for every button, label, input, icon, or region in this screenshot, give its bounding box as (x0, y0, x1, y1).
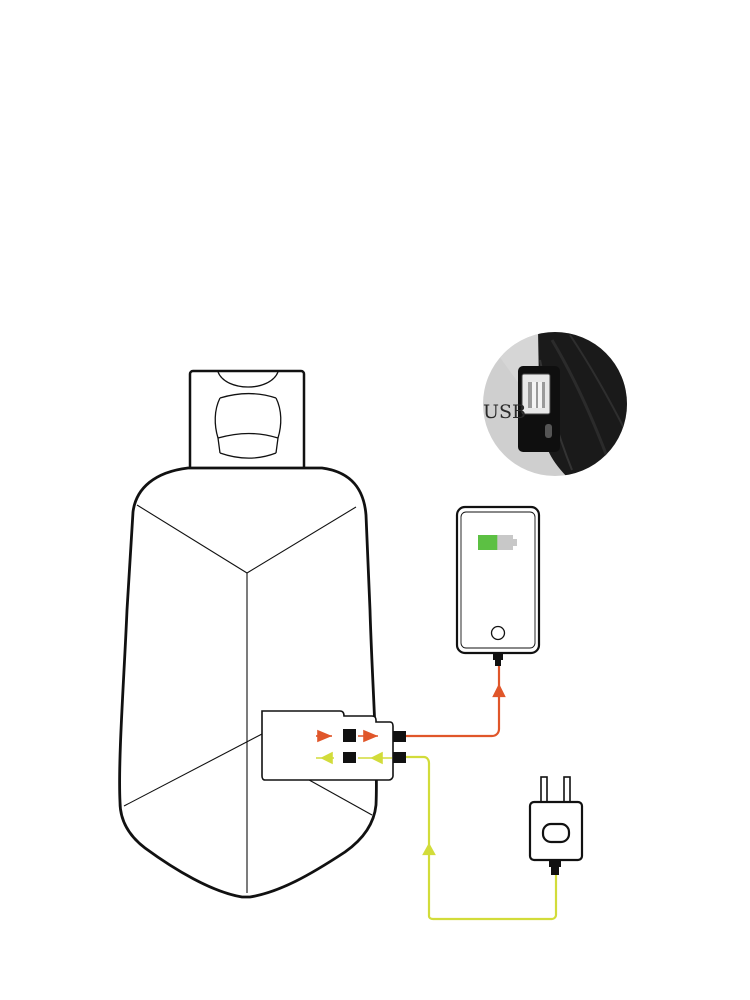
battery-icon (478, 535, 517, 550)
smartphone-icon (457, 507, 539, 666)
home-button (492, 627, 505, 640)
wall-plug-adapter-icon (530, 777, 582, 875)
port-panel (262, 711, 393, 780)
sling-backpack-icon (120, 371, 406, 897)
usb-label: USB (483, 401, 526, 423)
backpack-body (120, 468, 377, 897)
output-cable (406, 665, 504, 736)
backpack-strap (190, 371, 304, 471)
usb-port-closeup-photo: USB (480, 330, 640, 480)
